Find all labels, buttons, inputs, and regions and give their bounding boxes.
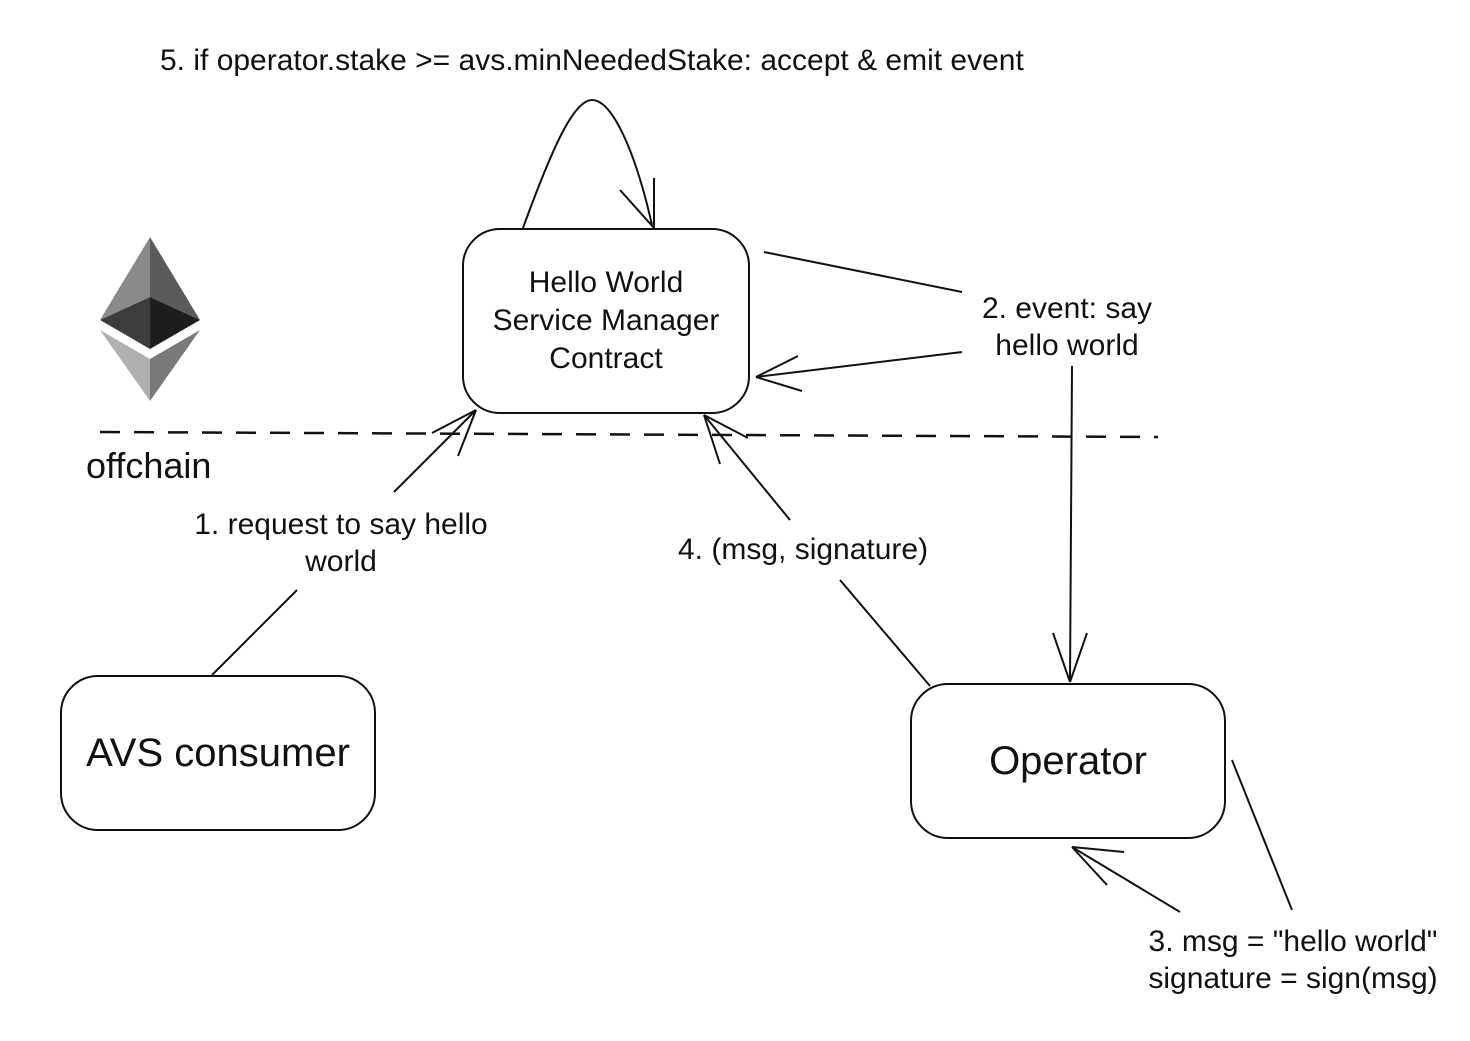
contract-box: Hello World Service Manager Contract [462, 228, 750, 414]
step1-label: 1. request to say hello world [170, 506, 512, 580]
signature-connector-upper [703, 414, 791, 521]
step5-label: 5. if operator.stake >= avs.minNeededSta… [160, 44, 1024, 77]
contract-label-line: Hello World [528, 266, 684, 299]
offchain-boundary [99, 430, 1159, 439]
request-connector-lower [211, 589, 298, 676]
contract-label-line: Contract [549, 342, 663, 375]
self-loop-arrowhead [619, 178, 655, 229]
signature-connector-lower [839, 579, 931, 687]
step3-label: 3. msg = "hello world" signature = sign(… [1120, 923, 1466, 997]
step2-label: 2. event: say hello world [962, 290, 1172, 364]
step1-label-line: 1. request to say hello [194, 508, 488, 541]
avs-consumer-label: AVS consumer [86, 730, 350, 775]
step3-label-line: 3. msg = "hello world" [1148, 925, 1438, 958]
offchain-label: offchain [86, 445, 212, 486]
sign-arrowhead [1071, 846, 1125, 886]
step2-label-line: hello world [995, 329, 1139, 362]
step3-label-line: signature = sign(msg) [1148, 962, 1438, 995]
sign-connector-lower [1071, 846, 1181, 913]
self-loop-connector [522, 98, 653, 229]
event-connector-back [755, 351, 963, 378]
ethereum-logo-icon [100, 237, 200, 401]
event-back-arrowhead [755, 355, 803, 392]
step2-label-line: 2. event: say [981, 292, 1153, 325]
request-arrowhead [431, 409, 477, 457]
signature-arrowhead [703, 414, 749, 465]
contract-label: Hello World Service Manager Contract [493, 264, 720, 378]
step1-label-line: world [305, 545, 377, 578]
event-connector-out [763, 251, 963, 293]
operator-label: Operator [989, 738, 1147, 783]
sign-connector-upper [1231, 759, 1293, 911]
operator-box: Operator [910, 683, 1226, 839]
step4-label: 4. (msg, signature) [678, 533, 929, 566]
avs-consumer-box: AVS consumer [60, 675, 376, 831]
request-connector-upper [393, 409, 477, 493]
contract-label-line: Service Manager [492, 304, 720, 337]
event-connector-down [1069, 365, 1073, 683]
event-down-arrowhead [1052, 632, 1088, 683]
